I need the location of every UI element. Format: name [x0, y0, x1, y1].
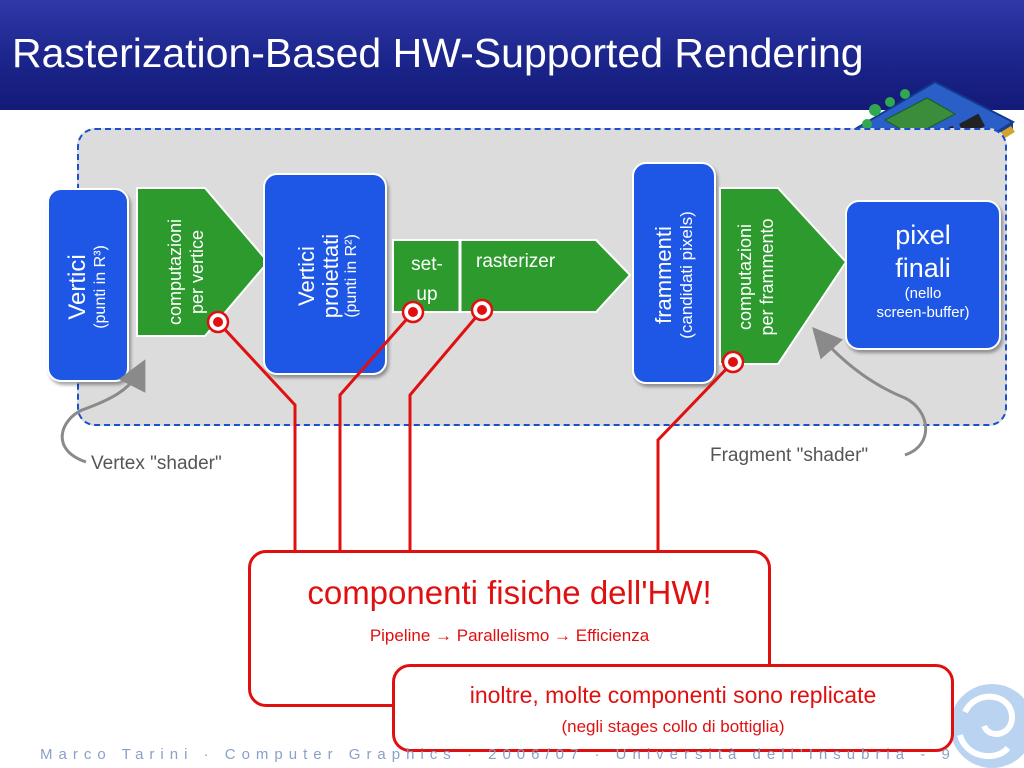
connector-line-vertex: [216, 320, 297, 552]
fragment-shader-arrow: [812, 327, 928, 457]
pixel-sub1: (nello: [904, 285, 942, 302]
pixel-line2: finali: [895, 253, 951, 283]
vertici-proiettati-box: Vertici proiettati (punti in R²): [263, 173, 387, 375]
connector-dot-setup: [401, 300, 425, 324]
connector-dot-fragment: [721, 350, 745, 374]
pixel-line1: pixel: [895, 220, 951, 250]
vertici-box: Vertici (punti in R³): [47, 188, 129, 382]
fragment-computation-stage: [719, 187, 848, 365]
connector-dot-rasterizer: [470, 298, 494, 322]
vertex-computation-stage: [136, 187, 270, 337]
frammenti-box: frammenti (candidati pixels): [632, 162, 716, 384]
footer-text: Marco Tarini · Computer Graphics · 2006/…: [40, 746, 956, 763]
rasterizer-label: rasterizer: [476, 251, 556, 272]
replicated-subtitle: (negli stages collo di bottiglia): [561, 717, 785, 736]
pixel-finali-box: pixel finali (nello screen-buffer): [845, 200, 1001, 350]
setup-label: set- up: [396, 250, 458, 310]
setup-line1: set-: [411, 254, 443, 275]
pixel-sub2: screen-buffer): [876, 304, 970, 321]
vertex-shader-arrow: [60, 359, 146, 464]
callout-title: componenti fisiche dell'HW!: [307, 574, 712, 611]
callout-subtitle: Pipeline → Parallelismo → Efficienza: [369, 626, 650, 645]
vertex-shader-label: Vertex "shader": [91, 453, 222, 474]
slide-title: Rasterization-Based HW-Supported Renderi…: [12, 30, 864, 76]
fragment-shader-label: Fragment "shader": [710, 445, 869, 466]
connector-line-fragment: [656, 360, 735, 552]
replicated-title: inoltre, molte componenti sono replicate: [469, 682, 877, 708]
setup-line2: up: [416, 284, 438, 305]
connector-line-setup: [338, 311, 415, 552]
connector-line-rasterizer: [408, 309, 484, 552]
connector-dot-vertex: [206, 310, 230, 334]
title-bar: Rasterization-Based HW-Supported Renderi…: [0, 0, 1024, 110]
replicated-callout: inoltre, molte componenti sono replicate…: [392, 664, 954, 752]
setup-rasterizer-stage: [392, 239, 632, 313]
